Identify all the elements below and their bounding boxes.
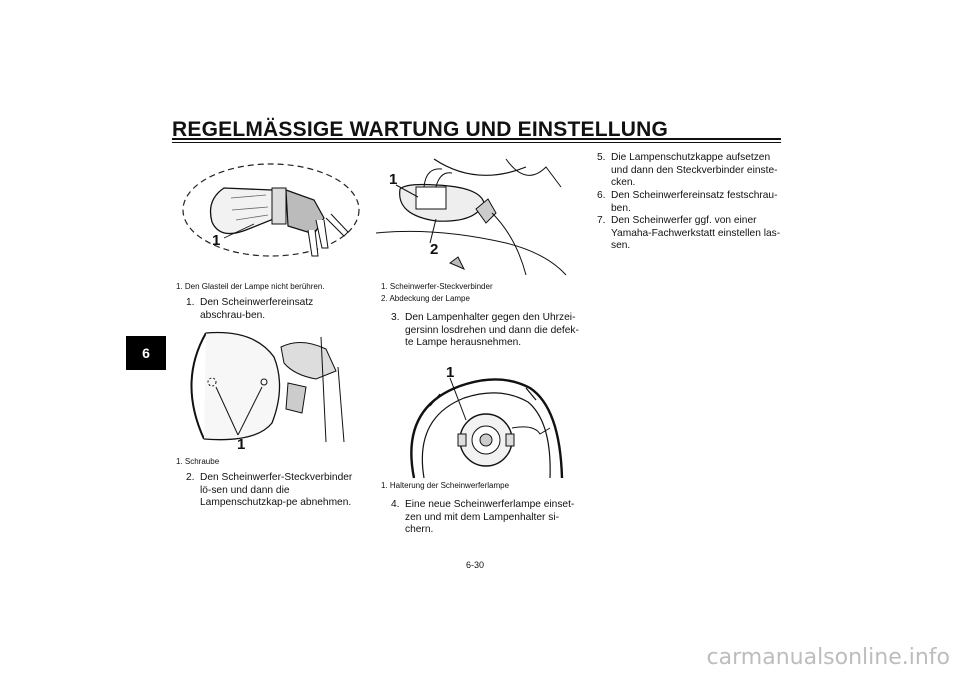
holder-callout: 1 — [446, 364, 455, 381]
step-5: 5. Die Lampenschutzkappe aufsetzen und d… — [597, 152, 785, 190]
step-2: 2. Den Scheinwerfer-Steckverbinder lö-se… — [186, 472, 364, 510]
headlight-screw-illustration — [190, 331, 345, 443]
step-number: 5. — [597, 152, 606, 163]
connector-callout-1: 1 — [389, 171, 398, 188]
page-title: REGELMÄSSIGE WARTUNG UND EINSTELLUNG — [172, 118, 669, 141]
step-text: Den Scheinwerfereinsatz festschrau-ben. — [611, 190, 778, 214]
step-number: 6. — [597, 190, 606, 201]
step-6: 6. Den Scheinwerfereinsatz festschrau-be… — [597, 190, 785, 215]
step-number: 2. — [186, 472, 195, 483]
footer-watermark[interactable]: carmanualsonline.info — [706, 645, 950, 670]
step-text: Die Lampenschutzkappe aufsetzen und dann… — [611, 152, 778, 188]
step-text: Den Scheinwerfereinsatz abschrau-ben. — [200, 297, 314, 321]
step-1: 1. Den Scheinwerfereinsatz abschrau-ben. — [186, 297, 361, 322]
chapter-tab[interactable]: 6 — [126, 336, 166, 370]
step-text: Den Scheinwerfer-Steckverbinder lö-sen u… — [200, 472, 353, 508]
title-rule-thin — [172, 142, 781, 143]
headlight-caption: 1. Schraube — [176, 457, 220, 466]
bulb-illustration — [182, 163, 360, 257]
step-text: Den Scheinwerfer ggf. von einer Yamaha-F… — [611, 215, 781, 251]
step-3: 3. Den Lampenhalter gegen den Uhrzei-ger… — [391, 312, 581, 350]
step-number: 4. — [391, 499, 400, 510]
bulb-callout: 1 — [212, 232, 221, 249]
headlight-callout: 1 — [237, 436, 246, 453]
step-7: 7. Den Scheinwerfer ggf. von einer Yamah… — [597, 215, 785, 253]
connector-caption-1: 1. Scheinwerfer-Steckverbinder — [381, 282, 493, 291]
connector-caption-2: 2. Abdeckung der Lampe — [381, 294, 470, 303]
title-rule — [172, 138, 781, 140]
holder-caption: 1. Halterung der Scheinwerferlampe — [381, 481, 510, 490]
step-text: Eine neue Scheinwerferlampe einset-zen u… — [405, 499, 575, 535]
page-number: 6-30 — [466, 560, 485, 570]
step-number: 7. — [597, 215, 606, 226]
step-text: Den Lampenhalter gegen den Uhrzei-gersin… — [405, 312, 579, 348]
step-number: 1. — [186, 297, 195, 308]
step-number: 3. — [391, 312, 400, 323]
bulb-caption: 1. Den Glasteil der Lampe nicht berühren… — [176, 282, 325, 291]
connector-illustration — [375, 158, 567, 276]
connector-callout-2: 2 — [430, 241, 439, 258]
step-4: 4. Eine neue Scheinwerferlampe einset-ze… — [391, 499, 581, 537]
holder-illustration — [410, 377, 564, 479]
